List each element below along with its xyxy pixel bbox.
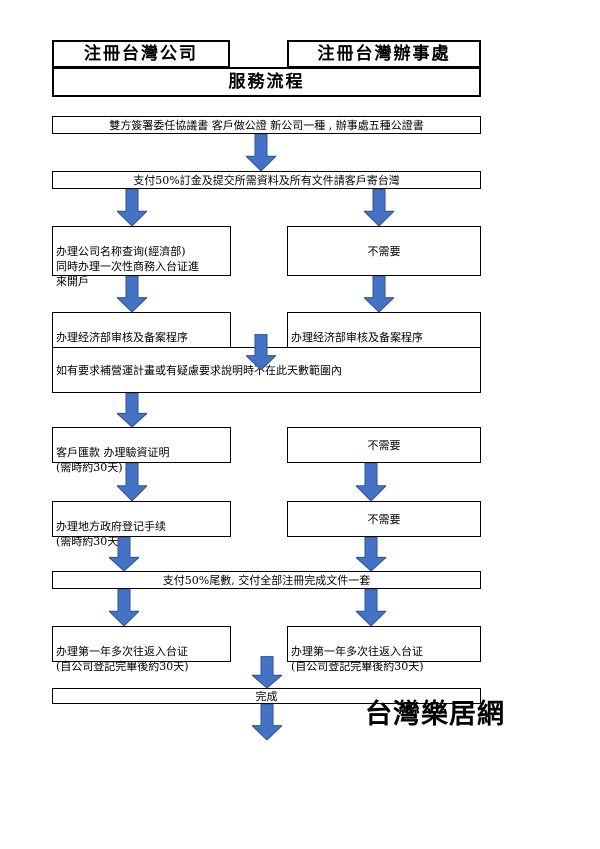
step-7-right-box: 不需要 — [287, 501, 481, 537]
arrow-down-icon — [356, 537, 386, 571]
step-7-left-box: 办理地方政府登记手续 (需時約30天) — [52, 501, 231, 548]
arrow-down-icon — [356, 589, 386, 626]
step-4-left-box: 办理经济部审核及备案程序 (需時約60天) — [52, 312, 231, 359]
step-4-right-box: 办理经济部审核及备案程序 (需時約60天) — [287, 312, 481, 359]
subtitle: 服務流程 — [228, 71, 305, 92]
arrow-shape — [252, 704, 282, 740]
step-10-text: 完成 — [255, 689, 278, 703]
arrow-shape — [109, 589, 139, 626]
arrow-shape — [356, 589, 386, 626]
arrow-shape — [252, 656, 282, 688]
step-9-left-box: 办理第一年多次往返入台证 (自公司登記完畢後約30天) — [52, 626, 231, 673]
step-9-right-text: 办理第一年多次往返入台证 (自公司登記完畢後約30天) — [291, 645, 424, 673]
arrow-down-icon — [252, 704, 282, 740]
step-9-right-box: 办理第一年多次往返入台证 (自公司登記完畢後約30天) — [287, 626, 481, 673]
step-7-right-text: 不需要 — [367, 512, 401, 526]
step-9-left-text: 办理第一年多次往返入台证 (自公司登記完畢後約30天) — [56, 645, 189, 673]
arrow-shape — [117, 463, 147, 501]
arrow-shape — [364, 276, 394, 312]
arrow-down-icon — [364, 189, 394, 226]
arrow-shape — [356, 537, 386, 571]
step-6-right-box: 不需要 — [287, 427, 481, 463]
step-6-left-text: 客戶匯款 办理驗資证明 (需時約30天) — [56, 446, 170, 474]
step-3-right-box: 不需要 — [287, 226, 481, 276]
arrow-shape — [246, 134, 276, 171]
step-2-box: 支付50%訂金及提交所需資料及所有文件請客戶寄台灣 — [52, 171, 481, 189]
left-title: 注冊台灣公司 — [84, 43, 198, 64]
arrow-down-icon — [246, 134, 276, 171]
arrow-shape — [117, 276, 147, 312]
step-6-right-text: 不需要 — [367, 438, 401, 452]
step-5-text: 如有要求補營運計畫或有疑慮要求說明時不在此天數範圍內 — [56, 363, 342, 377]
arrow-shape — [364, 189, 394, 226]
step-3-left-box: 办理公司名称查询(經濟部) 同時办理一次性商務入台证進 來開戶 — [52, 226, 231, 288]
step-7-left-text: 办理地方政府登记手续 (需時約30天) — [56, 520, 166, 548]
right-title: 注冊台灣辦事處 — [317, 43, 451, 64]
step-3-right-text: 不需要 — [367, 244, 401, 258]
step-8-text: 支付50%尾數, 交付全部注冊完成文件一套 — [162, 573, 371, 587]
subtitle-box: 服務流程 — [52, 67, 481, 97]
arrow-shape — [109, 537, 139, 571]
arrow-down-icon — [117, 189, 147, 226]
arrow-down-icon — [356, 463, 386, 501]
arrow-shape — [356, 463, 386, 501]
step-1-box: 雙方簽署委任協議書 客戶做公證 新公司一種 , 辦事處五種公證書 — [52, 116, 481, 134]
arrow-shape — [246, 334, 276, 370]
arrow-down-icon — [117, 393, 147, 427]
left-title-box: 注冊台灣公司 — [52, 40, 230, 68]
arrow-down-icon — [117, 463, 147, 501]
step-6-left-box: 客戶匯款 办理驗資证明 (需時約30天) — [52, 427, 231, 474]
arrow-down-icon — [364, 276, 394, 312]
arrow-down-icon — [109, 589, 139, 626]
step-3-left-text: 办理公司名称查询(經濟部) 同時办理一次性商務入台证進 來開戶 — [56, 245, 199, 288]
step-8-box: 支付50%尾數, 交付全部注冊完成文件一套 — [52, 571, 481, 589]
arrow-down-icon — [117, 276, 147, 312]
arrow-down-icon — [109, 537, 139, 571]
right-title-box: 注冊台灣辦事處 — [287, 40, 481, 68]
step-1-text: 雙方簽署委任協議書 客戶做公證 新公司一種 , 辦事處五種公證書 — [109, 118, 424, 132]
step-2-text: 支付50%訂金及提交所需資料及所有文件請客戶寄台灣 — [133, 173, 400, 187]
arrow-down-icon — [252, 656, 282, 688]
arrow-shape — [117, 393, 147, 427]
arrow-shape — [117, 189, 147, 226]
arrow-down-icon — [246, 334, 276, 370]
logo-text: 台灣樂居網 — [365, 699, 505, 730]
